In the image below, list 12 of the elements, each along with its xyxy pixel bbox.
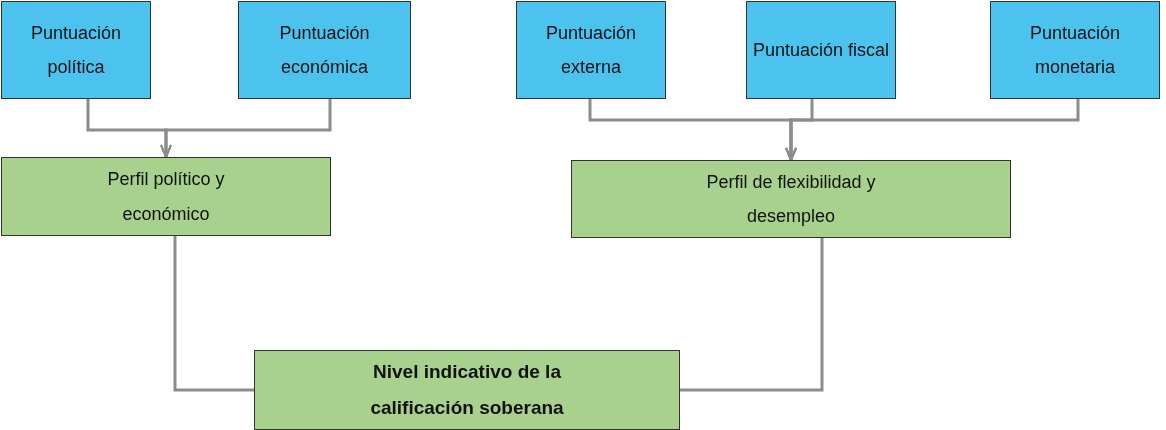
score-box: Puntuación monetaria	[990, 1, 1160, 99]
connector-line	[680, 238, 824, 392]
connector-line	[785, 99, 1080, 161]
score-box: Puntuación económica	[238, 1, 411, 99]
score-box: Puntuación política	[1, 1, 151, 99]
connector-line	[160, 99, 332, 158]
profile-box: Perfil de flexibilidad y desempleo	[571, 160, 1011, 238]
connector-line	[173, 236, 254, 392]
score-box: Puntuación externa	[516, 1, 666, 99]
result-box: Nivel indicativo de la calificación soberana	[254, 350, 680, 430]
score-box: Puntuación fiscal	[746, 1, 896, 99]
profile-box: Perfil político y económico	[1, 157, 331, 236]
